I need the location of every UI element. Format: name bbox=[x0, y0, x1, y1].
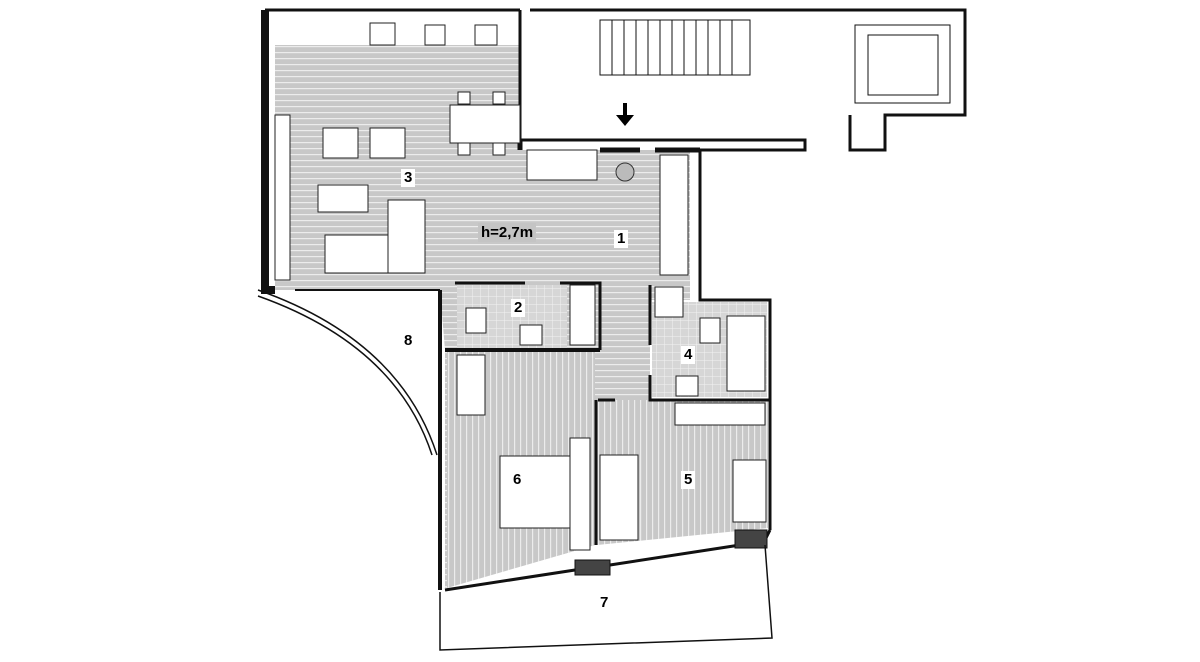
room-label-3: 3 bbox=[401, 169, 416, 187]
furniture bbox=[274, 22, 767, 551]
room-label-1: 1 bbox=[614, 230, 629, 248]
room-label-7: 7 bbox=[597, 594, 612, 612]
ceiling-height-label: h=2,7m bbox=[478, 223, 537, 242]
entrance-arrow-icon bbox=[615, 103, 635, 182]
room-label-5: 5 bbox=[681, 471, 696, 489]
room-label-2: 2 bbox=[511, 299, 526, 317]
walls bbox=[261, 8, 967, 592]
staircase bbox=[599, 19, 951, 104]
room-label-4: 4 bbox=[681, 346, 696, 364]
room-label-6: 6 bbox=[510, 471, 525, 489]
balcony-7 bbox=[439, 544, 773, 651]
room-label-8: 8 bbox=[401, 332, 416, 350]
balcony-8 bbox=[257, 289, 438, 456]
